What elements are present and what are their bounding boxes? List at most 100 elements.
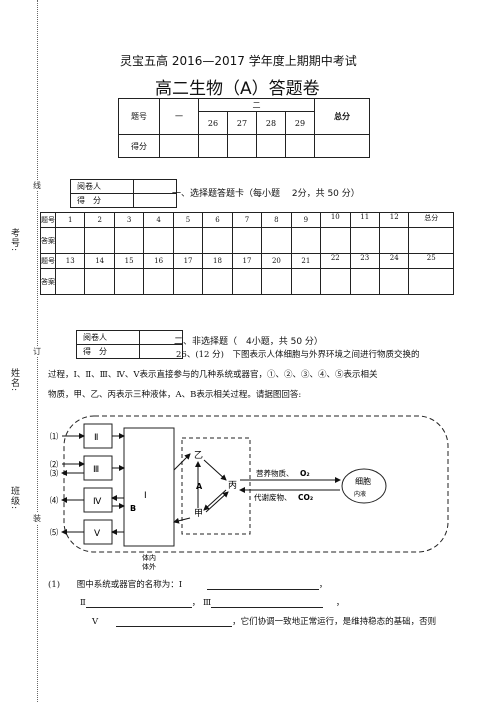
answer-blank-i[interactable] [206,580,319,590]
q-num: 17 [172,253,204,269]
score-label-score: 得分 [118,134,160,158]
q-num: 11 [349,212,380,228]
answer-cell[interactable] [408,268,454,295]
organ-box-iii [83,455,113,481]
q1-comma: ， [335,598,345,608]
answer-cell[interactable] [202,227,233,254]
score-num-27: 27 [227,111,257,135]
body-fluid-box [181,437,251,535]
class-label: 班级: [9,486,19,511]
organ-box-ii [83,423,113,449]
score-num-29: 29 [285,111,315,135]
q1-line3: Ⅴ，它们协调一致地正常运行，是维持稳态的基础，否则 [92,615,436,627]
circle-4: ⑷ [50,495,58,505]
q-num: 17 [231,253,263,269]
answer-cell[interactable] [408,227,454,254]
q1-line1: (1) 图中系统或器官的名称为：Ⅰ ， [48,578,327,590]
grader-reader-label: 阅卷人 [70,179,134,194]
score-col-two: 二 [198,98,315,112]
q-num: 13 [54,253,86,269]
answer-cell[interactable] [172,227,204,254]
answer-cell[interactable] [349,227,380,254]
answer-cell[interactable] [113,227,145,254]
label-outside: 体外 [142,562,156,570]
label-nutrients: 营养物质、 [256,468,294,478]
answer-cell[interactable] [113,268,145,295]
circle-3: ⑶ [50,468,58,478]
label-co2: CO₂ [298,493,313,502]
answer-cell[interactable] [349,268,380,295]
answer-sheet-title: 高二生物（A）答题卷 [155,79,320,99]
answer-cell[interactable] [290,268,322,295]
q-num: 10 [320,212,351,228]
q-num: 21 [290,253,322,269]
label-yi: 乙 [194,450,203,461]
q-num: 3 [113,212,145,228]
score-cell[interactable] [159,134,199,158]
label-o2: O₂ [300,469,310,478]
q1-label-iii: Ⅲ [203,598,212,608]
answer-cell[interactable] [202,268,233,295]
grader-score-cell[interactable] [139,344,183,359]
grader-score-cell[interactable] [133,193,177,208]
label-a: A [196,482,203,491]
label-waste: 代谢废物、 [254,492,292,502]
q-num: 2 [84,212,115,228]
answer-cell[interactable] [378,227,410,254]
q-num: 12 [378,212,410,228]
answer-cell[interactable] [84,227,115,254]
answer-cell[interactable] [172,268,204,295]
label-ii: Ⅱ [94,433,98,443]
score-cell[interactable] [227,134,257,158]
score-cell[interactable] [256,134,286,158]
answer-cell[interactable] [54,227,86,254]
q-num: 8 [261,212,292,228]
score-label-no: 题号 [118,98,160,135]
answer-blank-ii[interactable] [85,598,192,608]
organ-box-v [83,519,113,545]
label-v: Ⅴ [94,529,101,539]
label-i: Ⅰ [144,491,147,501]
score-col-one: 一 [159,98,199,135]
score-table: 题号 一 二 总分 26 27 28 29 得分 [118,98,370,158]
grader-reader-cell[interactable] [133,179,177,194]
section1-title: 一、选择题答题卡（每小题 2分，共 50 分） [172,189,360,199]
score-cell[interactable] [198,134,228,158]
answer-cell[interactable] [261,227,292,254]
exam-number-label: 考号: [9,228,19,253]
answer-cell[interactable] [231,268,263,295]
score-cell[interactable] [314,134,370,158]
answer-cell[interactable] [261,268,292,295]
q-num: 5 [172,212,204,228]
circle-2: ⑵ [50,459,58,469]
answer-blank-iii[interactable] [211,598,324,608]
label-b: B [130,504,136,513]
answer-blank-v[interactable] [116,617,233,627]
cut-mark-zhuang: 装 [33,513,41,524]
score-num-26: 26 [198,111,228,135]
answer-cell[interactable] [231,227,263,254]
q-num: 4 [143,212,174,228]
answer-cell[interactable] [320,227,351,254]
answer-cell[interactable] [143,227,174,254]
q-num: 24 [378,253,410,269]
label-cell-inner: 内液 [354,490,366,498]
q-num: 6 [202,212,233,228]
score-num-28: 28 [256,111,286,135]
answer-cell[interactable] [290,227,322,254]
q-num: 18 [202,253,233,269]
q1-label-v: Ⅴ [92,617,99,627]
cell-ellipse [341,468,387,504]
q-num: 22 [320,253,351,269]
score-cell[interactable] [285,134,315,158]
answer-cell[interactable] [378,268,410,295]
answer-cell[interactable] [320,268,351,295]
cut-mark-line: 线 [33,180,41,191]
answer-cell[interactable] [84,268,115,295]
circle-1: ⑴ [50,431,58,441]
answer-card-ans-header: 答案 [40,268,56,295]
q26-line1: 26、(12 分) 下图表示人体细胞与外界环境之间进行物质交换的 [176,350,420,360]
label-bing: 丙 [228,480,237,491]
answer-cell[interactable] [143,268,174,295]
answer-cell[interactable] [54,268,86,295]
